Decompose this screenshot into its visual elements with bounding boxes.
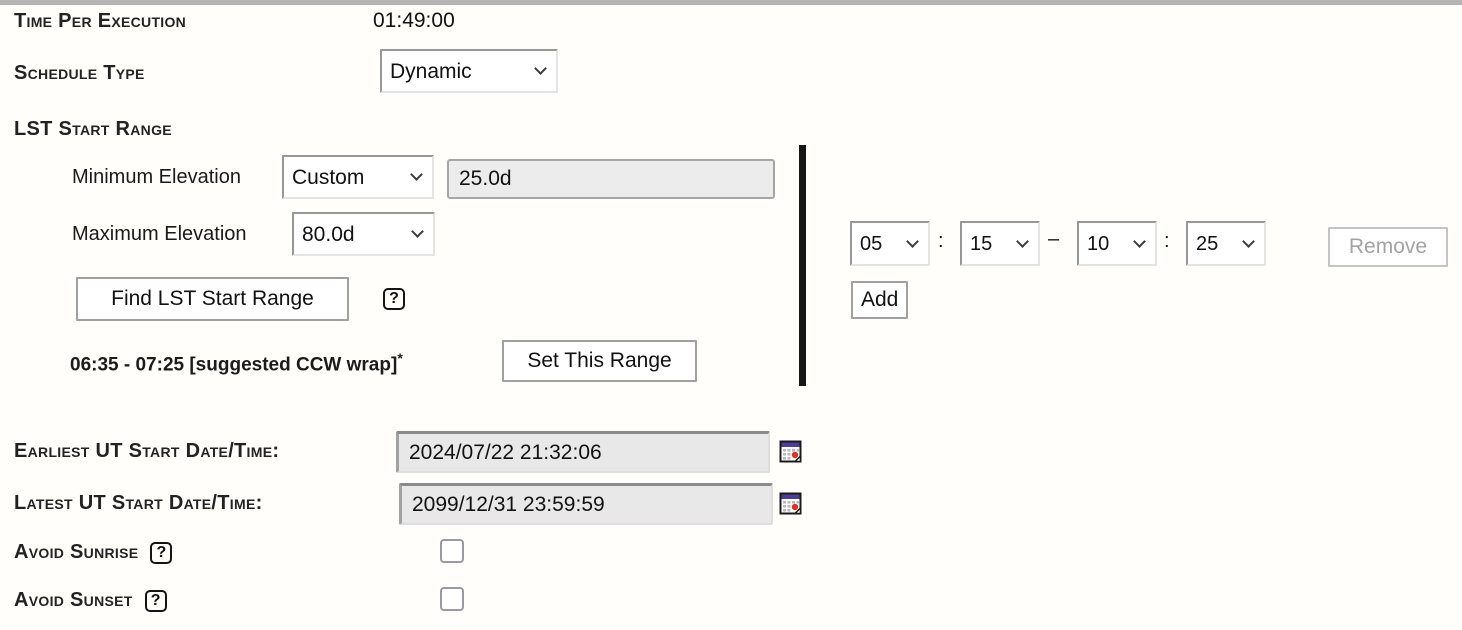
range-end-minute-select[interactable]: 25	[1186, 221, 1266, 266]
range-end-hour-select[interactable]: 10	[1077, 221, 1157, 266]
range-start-hour-select-control[interactable]: 05	[850, 221, 930, 266]
avoid-sunrise-checkbox[interactable]	[440, 539, 464, 563]
maximum-elevation-select-control[interactable]: 80.0d	[292, 212, 435, 256]
avoid-sunrise-label-row: Avoid Sunrise ?	[14, 541, 173, 564]
top-divider	[0, 0, 1462, 5]
time-per-execution-label: Time Per Execution	[14, 10, 187, 32]
calendar-icon	[779, 440, 802, 463]
range-end-hour-select-control[interactable]: 10	[1077, 221, 1157, 266]
lst-start-range-label: LST Start Range	[14, 118, 172, 140]
schedule-type-label: Schedule Type	[14, 62, 145, 84]
minimum-elevation-label: Minimum Elevation	[72, 166, 241, 188]
latest-date-picker-button[interactable]	[779, 491, 802, 515]
earliest-ut-start-label: Earliest UT Start Date/Time:	[14, 440, 280, 462]
help-icon[interactable]: ?	[383, 288, 405, 310]
remove-range-button[interactable]: Remove	[1328, 227, 1448, 267]
avoid-sunset-label: Avoid Sunset	[14, 589, 133, 611]
footnote-marker: *	[397, 350, 403, 366]
maximum-elevation-label: Maximum Elevation	[72, 223, 247, 245]
calendar-icon	[779, 492, 802, 515]
help-icon[interactable]: ?	[144, 589, 167, 612]
latest-ut-start-input[interactable]	[399, 483, 773, 525]
set-this-range-button[interactable]: Set This Range	[502, 340, 697, 382]
avoid-sunset-checkbox[interactable]	[440, 587, 464, 611]
earliest-date-picker-button[interactable]	[779, 439, 802, 463]
avoid-sunset-label-row: Avoid Sunset ?	[14, 589, 167, 612]
minimum-elevation-select[interactable]: Custom	[282, 155, 434, 199]
range-start-hour-select[interactable]: 05	[850, 221, 930, 266]
minimum-elevation-custom-input[interactable]	[447, 159, 775, 199]
suggested-range-value: 06:35 - 07:25 [suggested CCW wrap]	[70, 354, 398, 376]
range-start-minute-select-control[interactable]: 15	[960, 221, 1040, 266]
maximum-elevation-select[interactable]: 80.0d	[292, 212, 435, 256]
find-lst-start-range-button[interactable]: Find LST Start Range	[76, 277, 349, 321]
avoid-sunrise-label: Avoid Sunrise	[14, 541, 139, 563]
vertical-divider	[799, 145, 806, 386]
range-dash-separator: –	[1048, 228, 1060, 250]
time-colon-separator: :	[938, 230, 944, 252]
minimum-elevation-select-control[interactable]: Custom	[282, 155, 434, 199]
latest-ut-start-label: Latest UT Start Date/Time:	[14, 492, 263, 514]
schedule-type-select[interactable]: Dynamic	[380, 49, 558, 93]
range-start-minute-select[interactable]: 15	[960, 221, 1040, 266]
time-per-execution-value: 01:49:00	[373, 9, 455, 32]
time-colon-separator: :	[1164, 230, 1170, 252]
suggested-lst-range-text: 06:35 - 07:25 [suggested CCW wrap]*	[70, 350, 403, 376]
earliest-ut-start-input[interactable]	[396, 431, 770, 473]
schedule-type-select-control[interactable]: Dynamic	[380, 49, 558, 93]
range-end-minute-select-control[interactable]: 25	[1186, 221, 1266, 266]
add-range-button[interactable]: Add	[851, 281, 909, 319]
help-icon[interactable]: ?	[150, 541, 173, 564]
